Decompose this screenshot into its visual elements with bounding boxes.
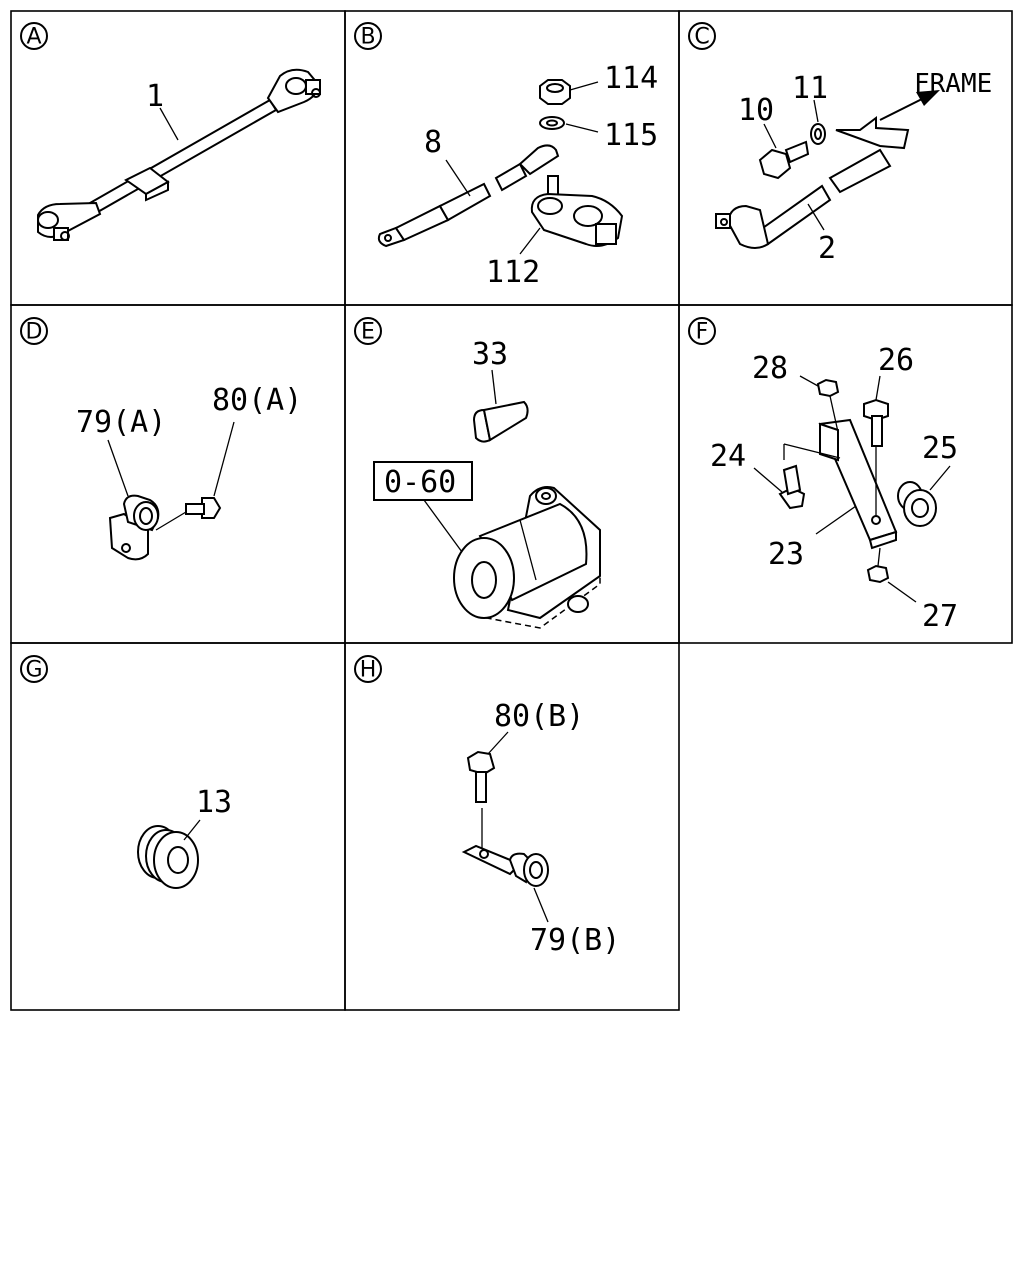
svg-text:D: D [26,320,43,345]
part-label-26: 26 [878,343,914,378]
svg-text:B: B [360,25,375,50]
svg-text:H: H [360,658,377,683]
part-label-13: 13 [196,785,232,820]
svg-text:F: F [696,320,709,345]
panel-b-badge: B [354,22,382,50]
part-label-23: 23 [768,537,804,572]
part-label-11: 11 [792,71,828,106]
washer-11-drawing [810,99,826,145]
clip-79b-drawing [461,844,549,923]
washer-115-drawing [539,116,599,133]
panel-f: F [688,317,958,634]
part-label-10: 10 [738,93,774,128]
part-label-0-60: 0-60 [384,465,456,500]
panel-grid [10,10,1013,1011]
box-0-60 [373,461,473,553]
part-label-80b: 80(B) [494,699,584,734]
svg-text:A: A [26,25,41,50]
panel-c: C 10 11 FRAME 2 [688,22,992,266]
part-label-114: 114 [604,61,658,96]
bolt-80a-drawing [155,421,235,531]
panel-d: D 79(A) 80(A) [20,317,302,561]
part-label-33: 33 [472,337,508,372]
battery-cable-1-drawing [37,68,321,241]
part-label-79b: 79(B) [530,923,620,958]
part-label-8: 8 [424,125,442,160]
bolt-80b-drawing [466,731,509,848]
svg-text:C: C [694,25,709,50]
part-label-28: 28 [752,351,788,386]
grommet-13-drawing [137,819,201,889]
panel-b: B 114 115 [354,22,658,290]
panel-g-badge: G [20,655,48,683]
part-label-frame: FRAME [914,69,992,99]
part-label-80a: 80(A) [212,383,302,418]
nut-27-drawing [866,547,917,603]
panel-e-badge: E [354,317,382,345]
starter-motor-drawing [453,486,601,629]
frame-arrow-drawing [879,90,940,121]
part-label-112: 112 [486,255,540,290]
panel-g: G 13 [20,655,232,889]
nut-114-drawing [539,79,599,105]
panel-e: E 33 0-60 [354,317,601,629]
bracket-23-drawing [783,418,898,550]
panel-h: H 80(B) 79(B) [354,655,620,958]
part-label-24: 24 [710,439,746,474]
part-label-2: 2 [818,231,836,266]
terminal-112-drawing [519,175,624,255]
panel-h-badge: H [354,655,382,683]
bolt-10-drawing [758,123,810,180]
clip-79a-drawing [107,439,160,561]
grommet-25-drawing [897,465,951,527]
panel-a-badge: A [20,22,48,50]
cable-8-drawing [377,144,560,248]
bolt-26-drawing [863,375,889,516]
panel-d-badge: D [20,317,48,345]
nut-28-drawing [799,375,840,433]
panel-a: A 1 [20,22,321,241]
svg-text:E: E [361,320,375,345]
part-label-79a: 79(A) [76,405,166,440]
cap-33-drawing [472,369,529,443]
part-label-27: 27 [922,599,958,634]
panel-c-badge: C [688,22,716,50]
bolt-24-drawing [753,464,806,510]
svg-text:G: G [25,658,42,683]
part-label-1: 1 [146,79,164,114]
part-label-115: 115 [604,118,658,153]
cable-2-drawing [715,116,910,249]
part-label-25: 25 [922,431,958,466]
panel-f-badge: F [688,317,716,345]
